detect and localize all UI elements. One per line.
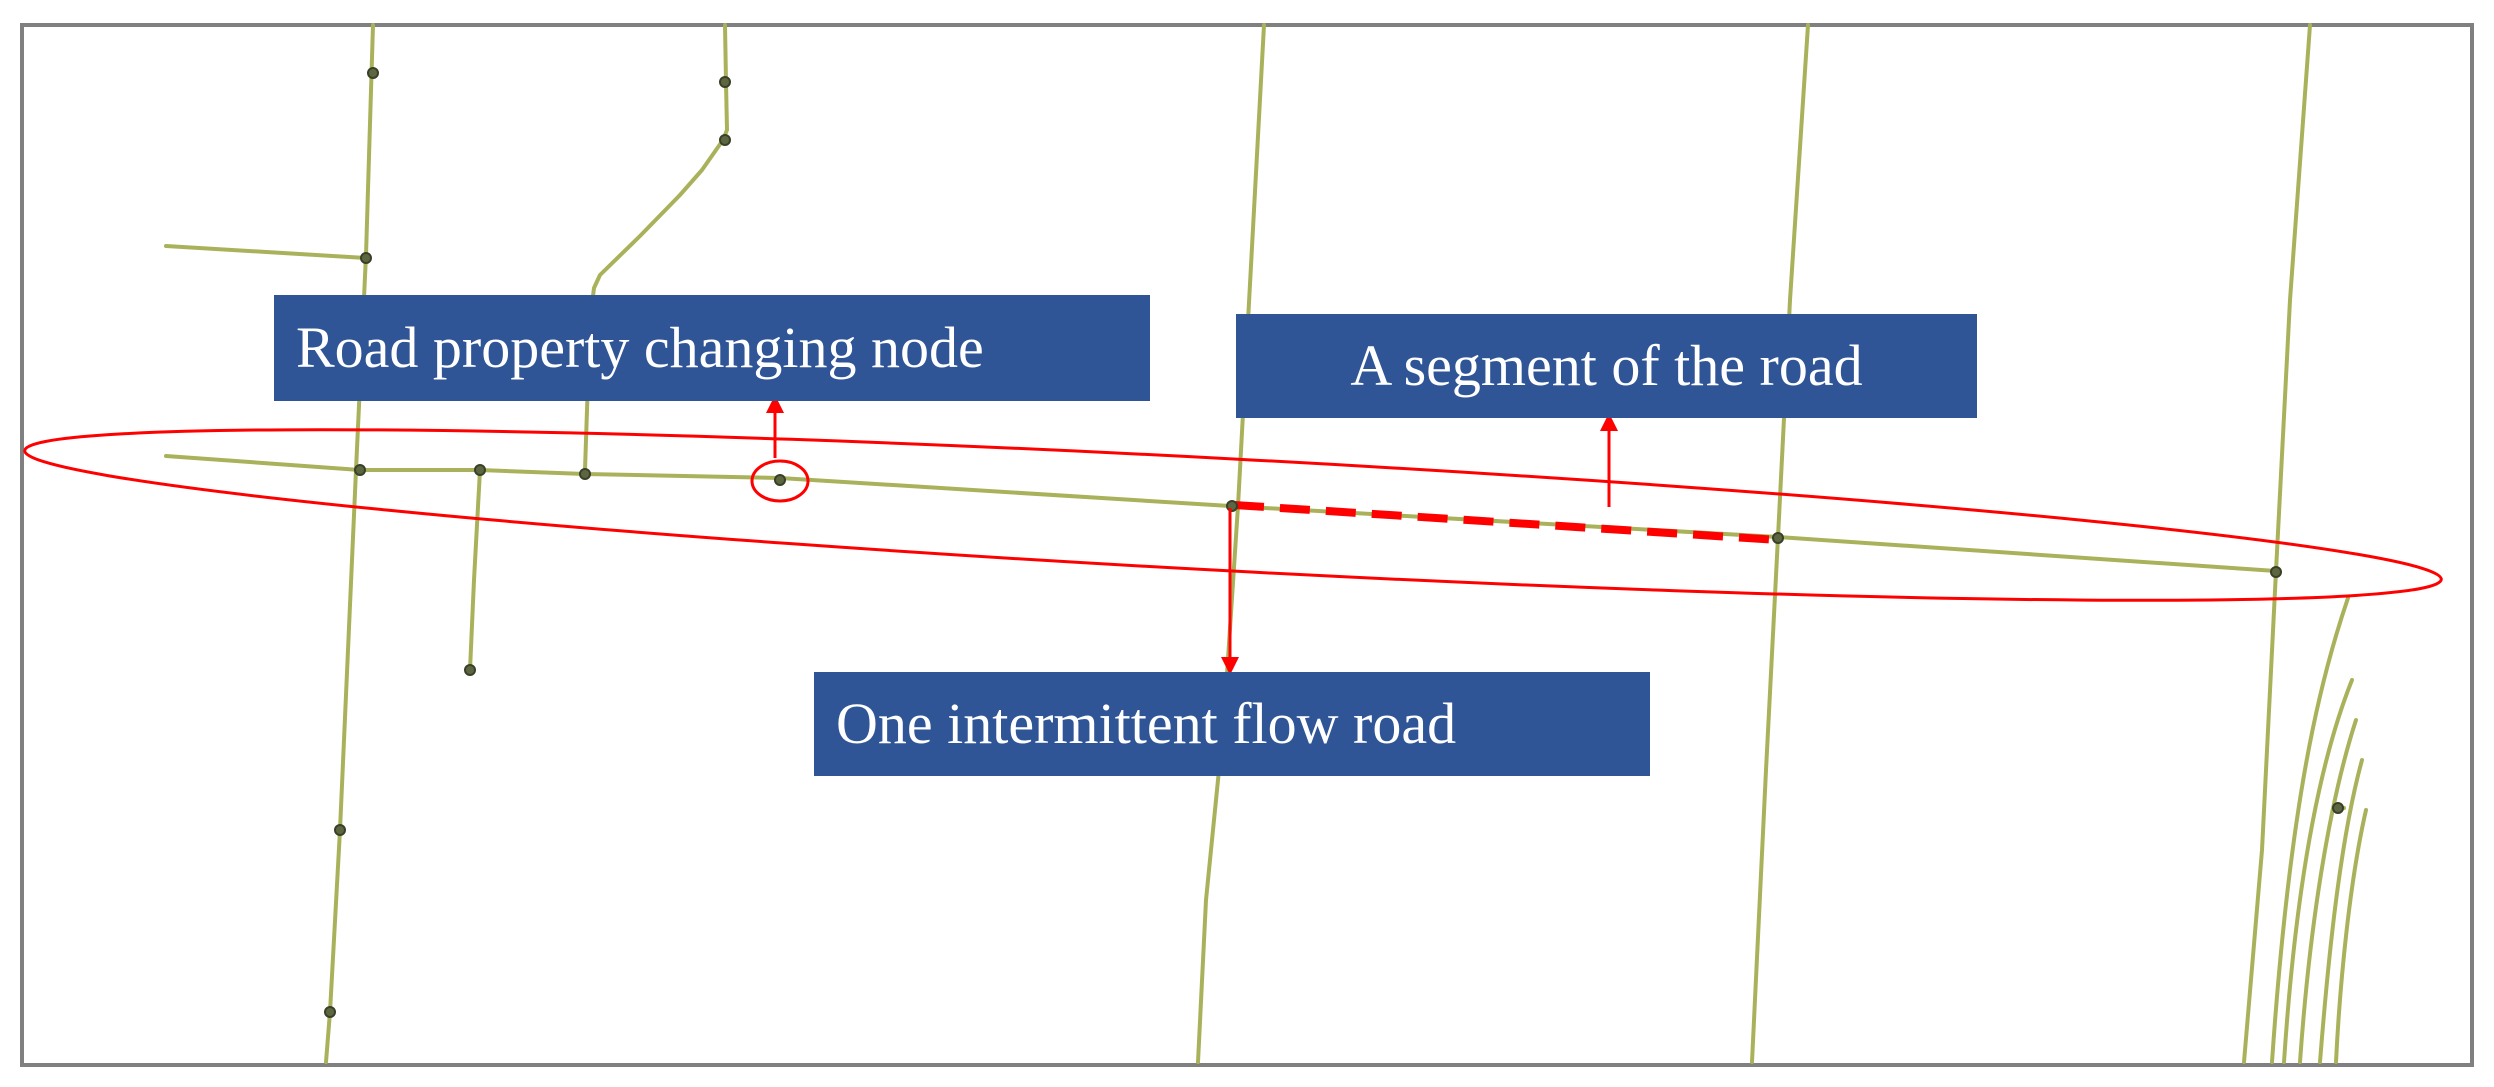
node-highlight-circle	[750, 459, 810, 503]
road-line	[2282, 678, 2354, 1064]
callout-road-segment: A segment of the road	[1236, 314, 1977, 418]
road-node-icon	[2332, 802, 2344, 814]
road-node-icon	[360, 252, 372, 264]
road-node-icon	[464, 664, 476, 676]
callout-label: One intermittent flow road	[836, 691, 1457, 756]
road-line	[468, 468, 482, 672]
road-node-icon	[2270, 566, 2282, 578]
road-node-icon	[774, 474, 786, 486]
road-line	[2298, 718, 2358, 1064]
road-line	[2318, 758, 2364, 1064]
road-line	[324, 23, 375, 1064]
road-network	[164, 23, 2368, 1064]
road-node-icon	[367, 67, 379, 79]
road-node-icon	[334, 824, 346, 836]
road-node-icon	[474, 464, 486, 476]
road-line	[2270, 596, 2350, 1064]
callout-label: Road property changing node	[296, 315, 984, 380]
road-node-icon	[354, 464, 366, 476]
figure-frame	[20, 23, 2474, 1067]
road-line	[2334, 808, 2368, 1064]
callout-road-property-node: Road property changing node	[274, 295, 1150, 401]
road-node-icon	[579, 468, 591, 480]
road-line	[583, 23, 729, 472]
road-line-main	[164, 454, 2278, 573]
road-node-icon	[719, 76, 731, 88]
road-node-icon	[1772, 532, 1784, 544]
callout-label: A segment of the road	[1350, 333, 1863, 398]
road-node-icon	[719, 134, 731, 146]
road-node-icon	[324, 1006, 336, 1018]
road-line	[164, 244, 368, 260]
callout-intermittent-flow-road: One intermittent flow road	[814, 672, 1650, 776]
